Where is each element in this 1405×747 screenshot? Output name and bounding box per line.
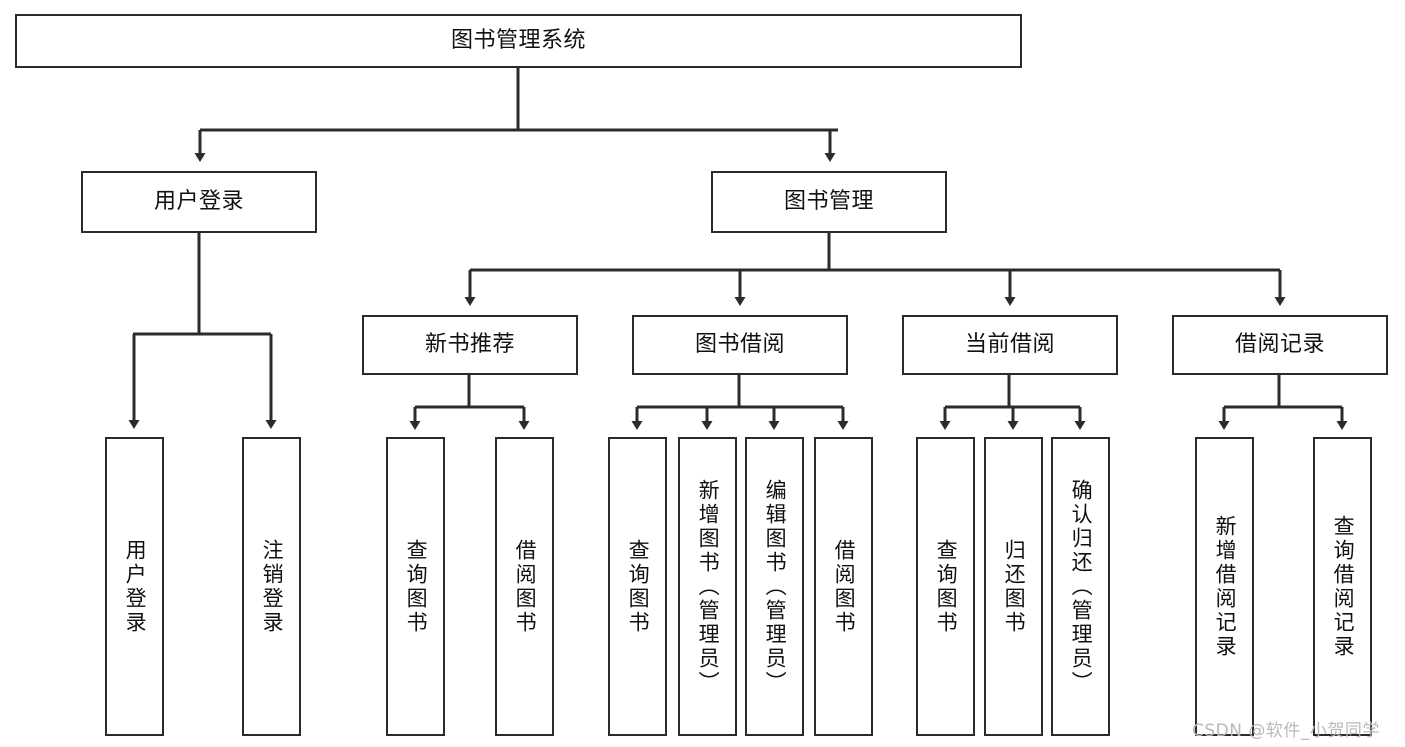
watermark-text: CSDN @软件_小贺同学 [1192,721,1380,741]
node-borrow-record[interactable]: 借阅记录 [1172,315,1388,375]
node-leaf-query-book-3[interactable]: 查询图书 [916,437,975,736]
node-leaf-query-record[interactable]: 查询借阅记录 [1313,437,1372,736]
node-current-borrow[interactable]: 当前借阅 [902,315,1118,375]
node-borrow-record-label: 借阅记录 [1234,332,1325,358]
node-user-login[interactable]: 用户登录 [81,171,317,233]
node-leaf-return-book-label: 归还图书 [1002,538,1027,635]
node-new-book-recommend[interactable]: 新书推荐 [362,315,578,375]
node-leaf-query-book-2-label: 查询图书 [626,538,651,635]
node-new-book-recommend-label: 新书推荐 [424,332,515,358]
node-book-manage[interactable]: 图书管理 [711,171,947,233]
node-current-borrow-label: 当前借阅 [964,332,1055,358]
node-leaf-edit-book[interactable]: 编辑图书（管理员） [745,437,804,736]
node-book-borrow[interactable]: 图书借阅 [632,315,848,375]
node-leaf-query-book-1[interactable]: 查询图书 [386,437,445,736]
node-leaf-confirm-return[interactable]: 确认归还（管理员） [1051,437,1110,736]
node-leaf-query-record-label: 查询借阅记录 [1331,514,1356,659]
node-leaf-logout-login-label: 注销登录 [260,538,285,635]
node-book-manage-label: 图书管理 [783,189,874,215]
node-leaf-confirm-return-label: 确认归还（管理员） [1069,478,1094,695]
node-leaf-add-record-label: 新增借阅记录 [1213,514,1238,659]
node-root[interactable]: 图书管理系统 [15,14,1022,68]
node-leaf-query-book-2[interactable]: 查询图书 [608,437,667,736]
node-leaf-query-book-3-label: 查询图书 [934,538,959,635]
node-leaf-edit-book-label: 编辑图书（管理员） [763,478,788,695]
node-user-login-label: 用户登录 [153,189,244,215]
node-book-borrow-label: 图书借阅 [694,332,785,358]
node-leaf-borrow-book-2[interactable]: 借阅图书 [814,437,873,736]
node-leaf-return-book[interactable]: 归还图书 [984,437,1043,736]
node-leaf-logout-login[interactable]: 注销登录 [242,437,301,736]
node-leaf-borrow-book-1-label: 借阅图书 [513,538,538,635]
node-leaf-add-book[interactable]: 新增图书（管理员） [678,437,737,736]
node-leaf-borrow-book-1[interactable]: 借阅图书 [495,437,554,736]
node-root-label: 图书管理系统 [450,28,586,54]
node-leaf-add-record[interactable]: 新增借阅记录 [1195,437,1254,736]
node-leaf-add-book-label: 新增图书（管理员） [696,478,721,695]
node-leaf-user-login-label: 用户登录 [123,538,148,635]
node-leaf-user-login[interactable]: 用户登录 [105,437,164,736]
node-leaf-borrow-book-2-label: 借阅图书 [832,538,857,635]
node-leaf-query-book-1-label: 查询图书 [404,538,429,635]
